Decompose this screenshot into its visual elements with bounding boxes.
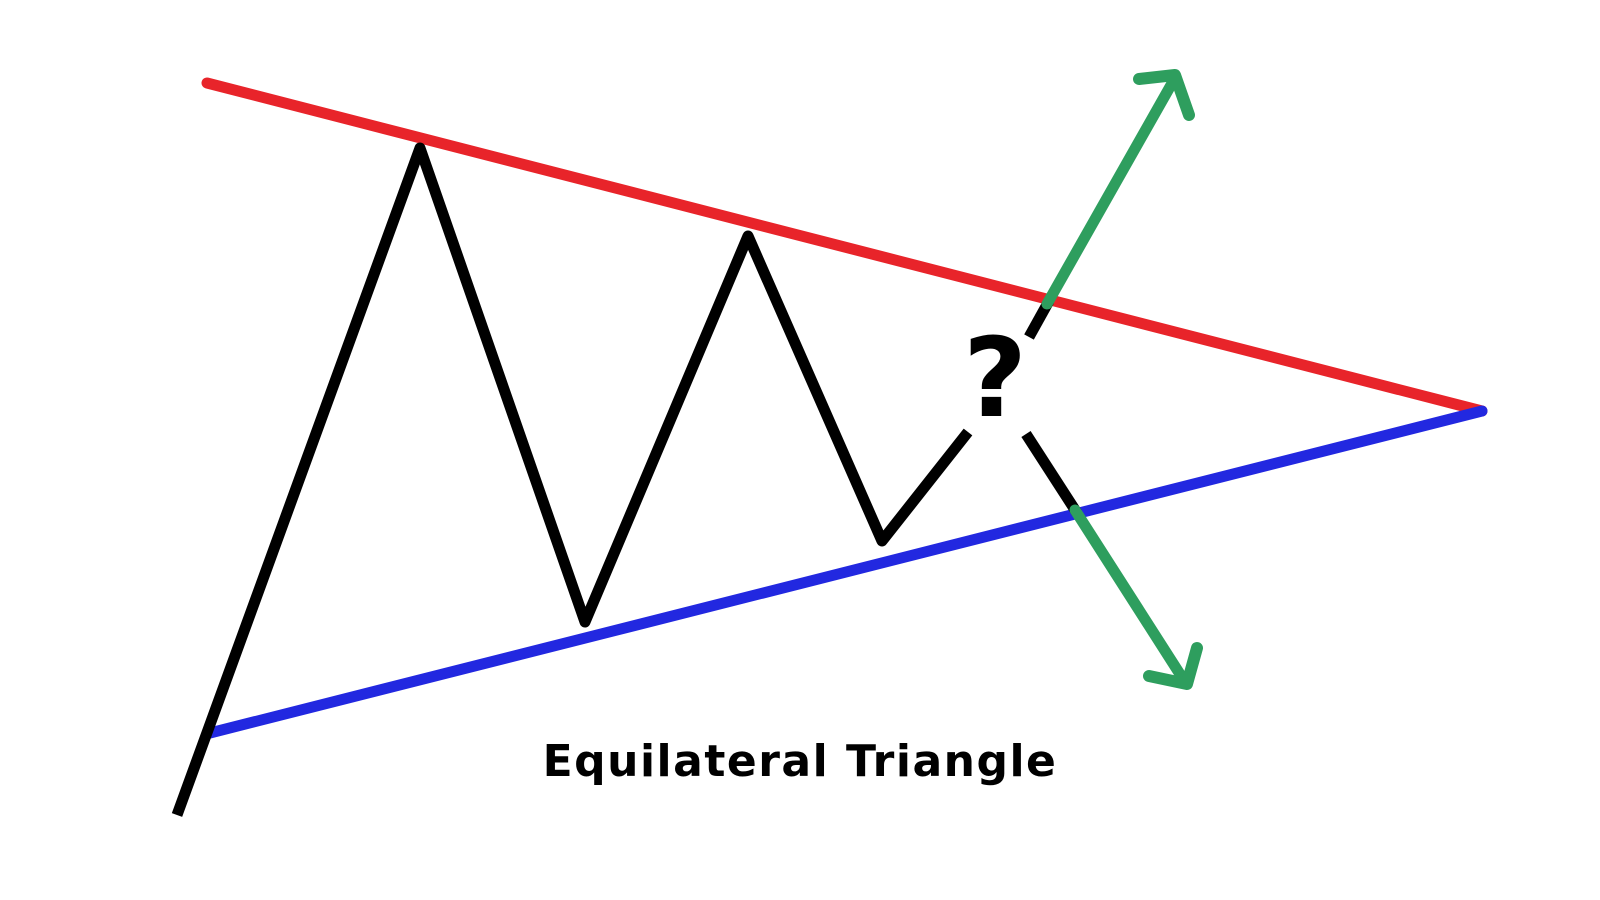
arrow-up-right-icon (1041, 69, 1195, 310)
question-mark: ? (963, 314, 1027, 442)
price-path (171, 142, 973, 817)
diagram-title: Equilateral Triangle (542, 736, 1058, 787)
breakout-down-stub (1021, 431, 1082, 516)
arrow-down-right-icon (1069, 504, 1203, 690)
support-line (204, 405, 1488, 739)
resistance-line (201, 77, 1488, 417)
